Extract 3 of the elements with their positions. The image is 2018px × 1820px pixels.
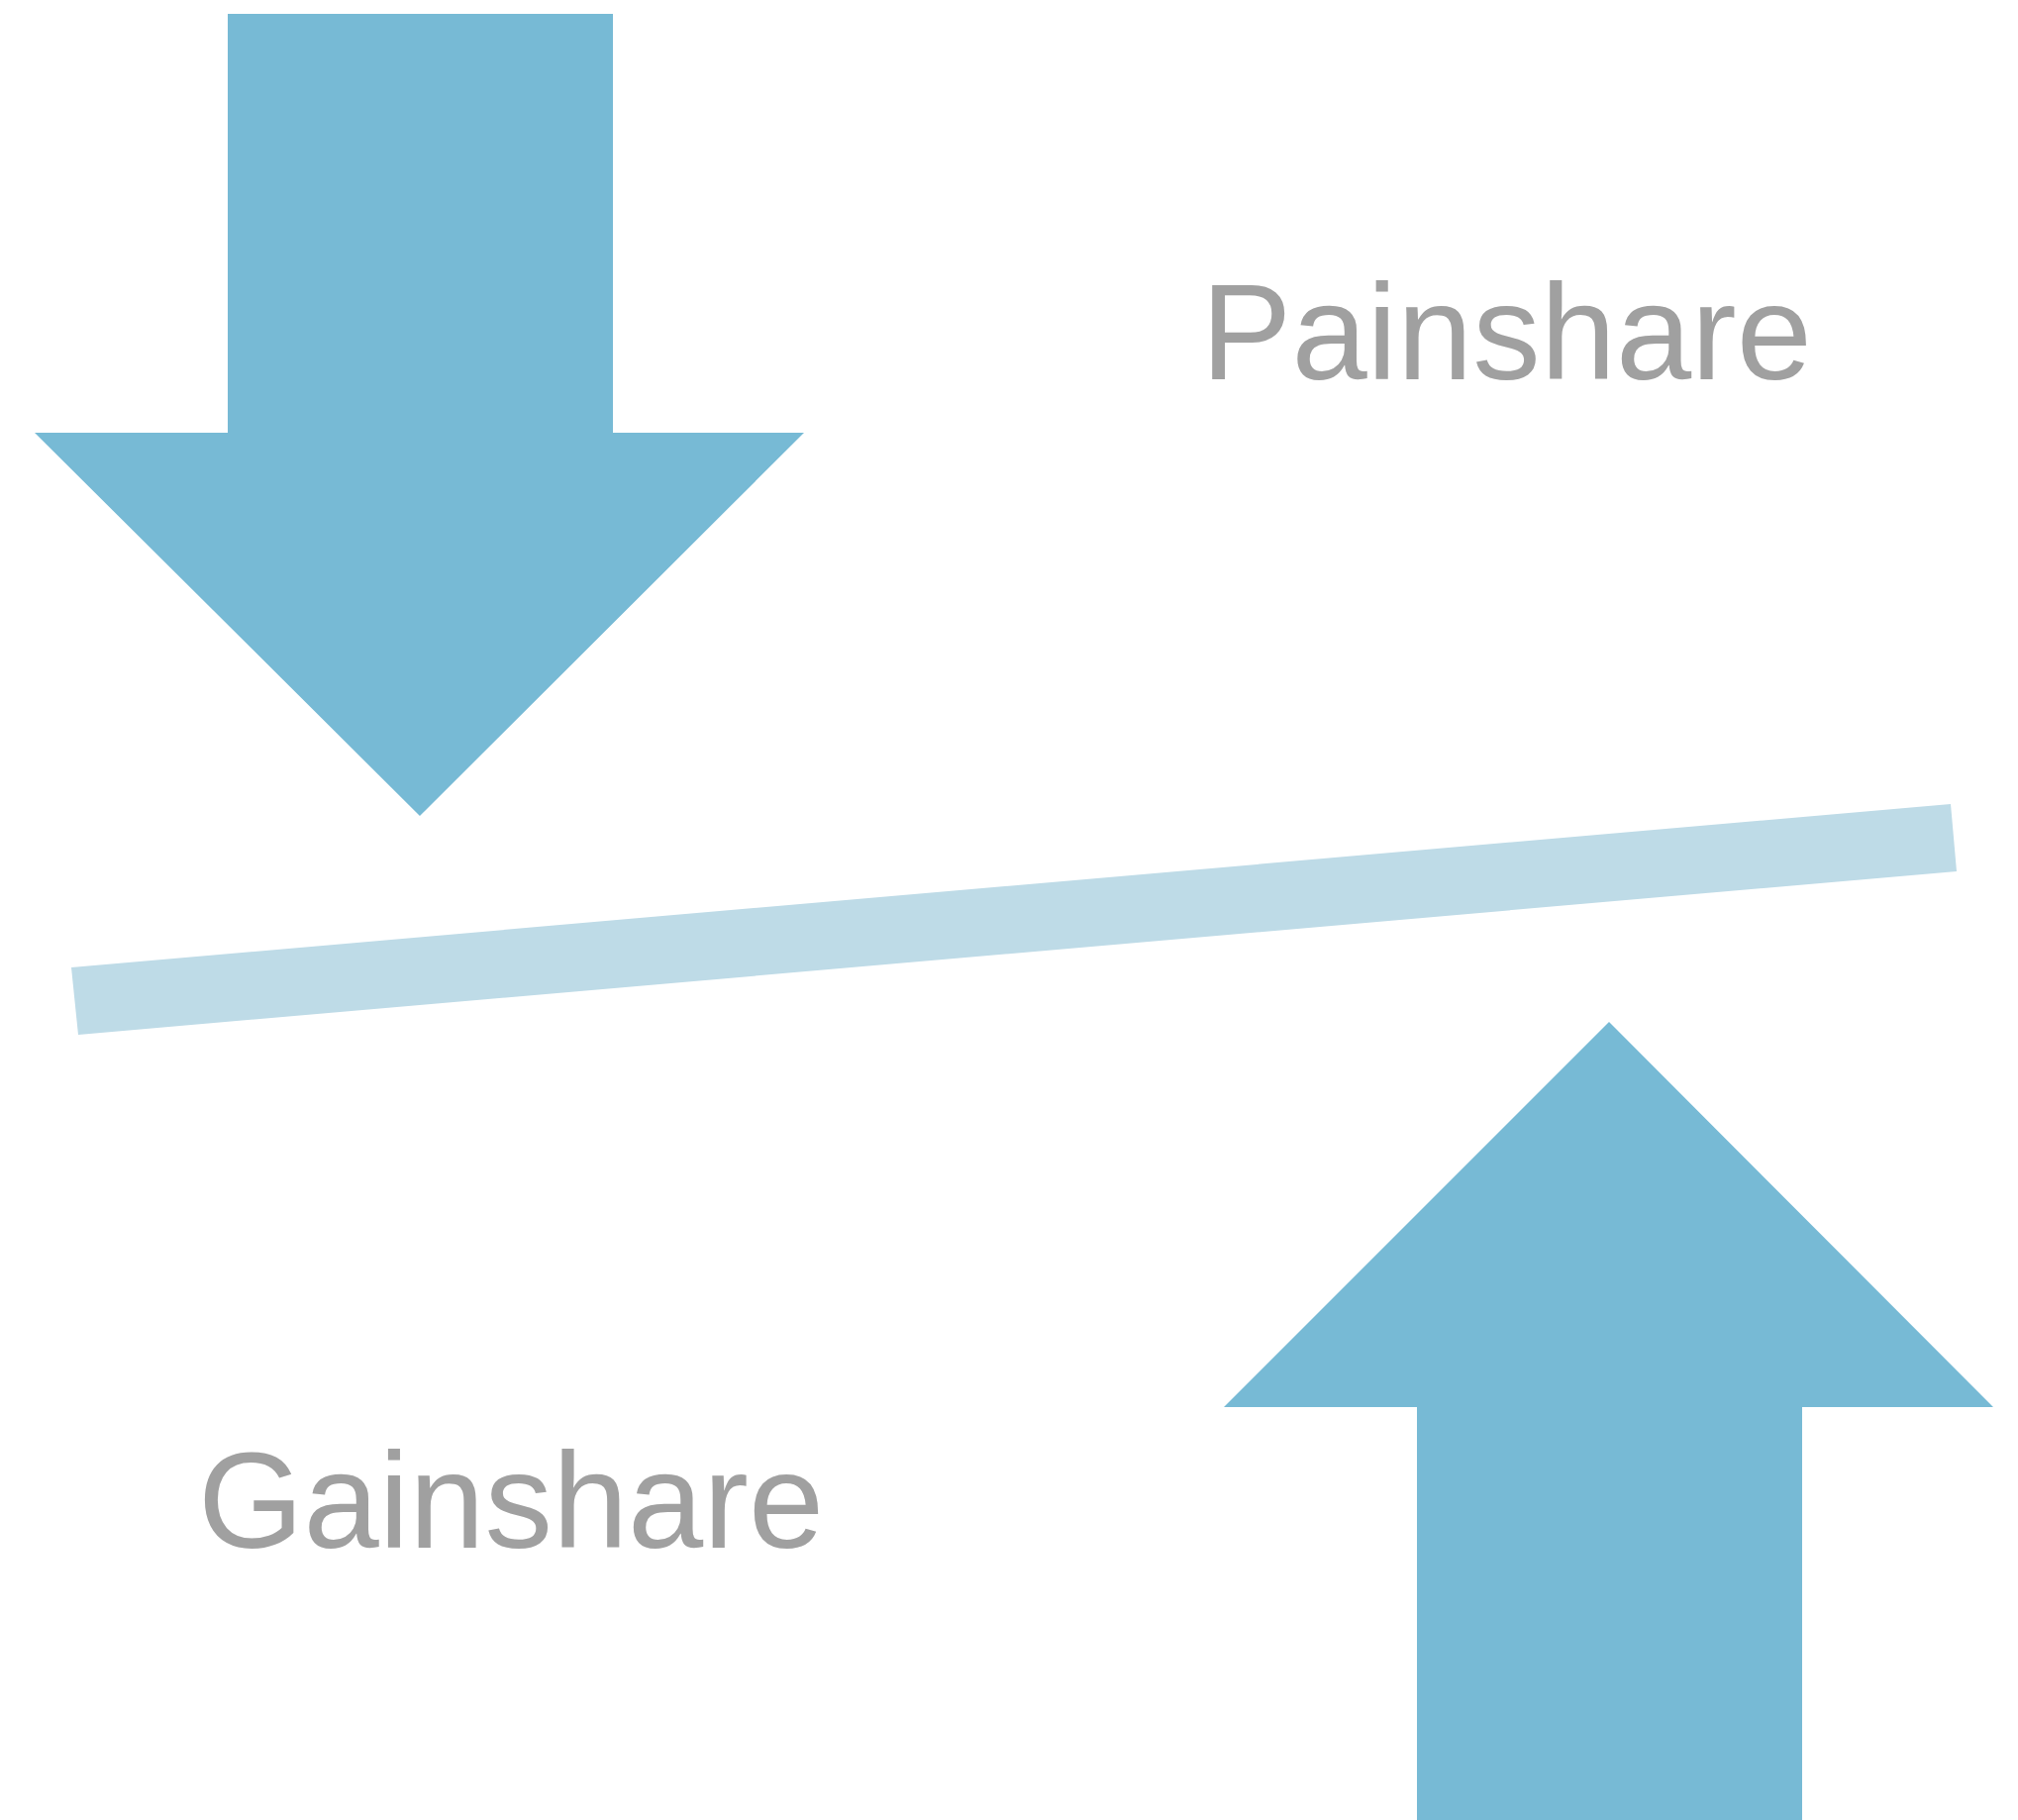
label-text: Painshare [1201, 264, 1812, 400]
label-text: Gainshare [198, 1433, 825, 1568]
tilted-bar [71, 804, 1957, 1035]
